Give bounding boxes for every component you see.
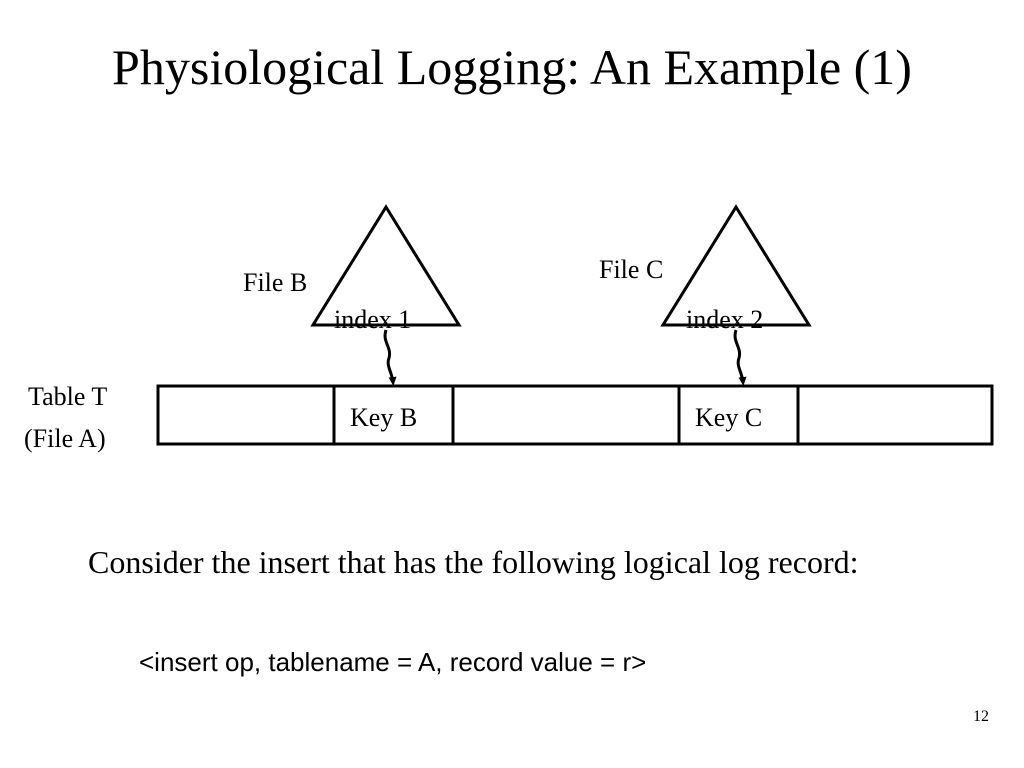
- body-paragraph: Consider the insert that has the followi…: [88, 544, 859, 580]
- key-b-label: Key B: [350, 403, 417, 432]
- index-tree-2-triangle: [660, 204, 812, 327]
- index-tree-1-triangle: [310, 204, 462, 327]
- index-tree-2-file-label: File C: [599, 255, 663, 284]
- table-cell-key-c: [677, 384, 800, 446]
- slide-title: Physiological Logging: An Example (1): [112, 39, 912, 95]
- index-tree-1-index-label: index 1: [334, 305, 411, 334]
- table-cell-key-b: [332, 384, 455, 446]
- table-label-line2: (File A): [24, 424, 106, 453]
- key-c-label: Key C: [695, 403, 762, 432]
- pointer-arrow-1: [383, 329, 397, 386]
- table-label-line1: Table T: [28, 382, 107, 411]
- index-tree-2-index-label: index 2: [686, 305, 763, 334]
- index-tree-1-file-label: File B: [243, 268, 307, 297]
- pointer-arrow-2: [733, 329, 747, 386]
- page-number: 12: [973, 708, 989, 725]
- table-row-outline: [156, 384, 994, 446]
- log-record-text: <insert op, tablename = A, record value …: [139, 647, 647, 677]
